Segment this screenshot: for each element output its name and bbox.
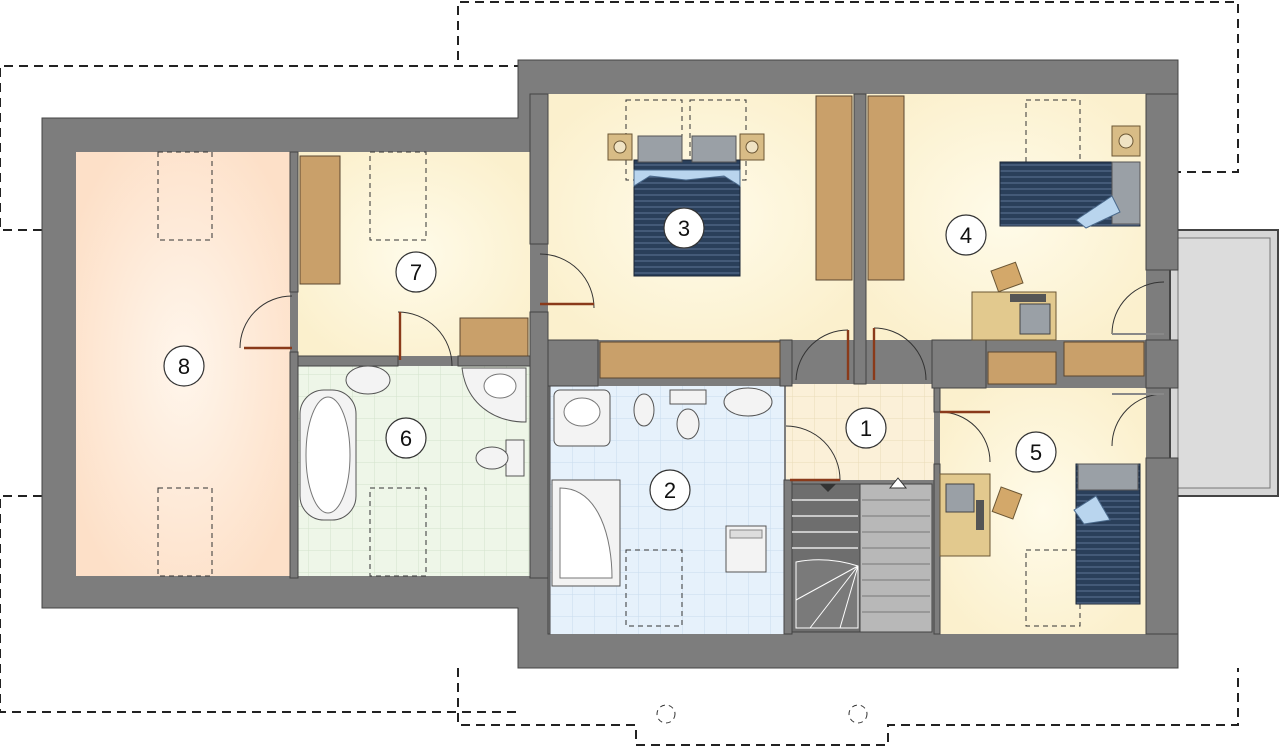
room-number-1: 1 (860, 416, 872, 441)
roof-outline (0, 1, 1239, 746)
interior-walls (289, 93, 1179, 635)
room-number-6: 6 (400, 426, 412, 451)
entrance-columns (656, 704, 868, 724)
room-label-5: 5 (1015, 431, 1057, 473)
bathroom-2-fixtures (551, 387, 773, 587)
room-number-3: 3 (678, 216, 690, 241)
wardrobes (299, 95, 1145, 385)
room-label-1: 1 (845, 407, 887, 449)
room-label-2: 2 (649, 469, 691, 511)
room-label-8: 8 (163, 345, 205, 387)
desk-room-4 (971, 261, 1057, 341)
single-bed-room-5 (1073, 463, 1141, 605)
room-number-4: 4 (960, 223, 972, 248)
bathroom-6-fixtures (299, 365, 527, 521)
room-number-8: 8 (178, 354, 190, 379)
room-label-6: 6 (385, 417, 427, 459)
desk-room-5 (939, 473, 1023, 557)
room-label-7: 7 (395, 251, 437, 293)
room-number-5: 5 (1030, 440, 1042, 465)
staircase (791, 477, 933, 633)
room-number-7: 7 (410, 260, 422, 285)
single-bed-room-4 (999, 125, 1141, 229)
double-bed-room-3 (607, 133, 765, 277)
room-label-3: 3 (663, 207, 705, 249)
doors (239, 253, 1165, 482)
room-number-2: 2 (664, 478, 676, 503)
room-label-4: 4 (945, 214, 987, 256)
